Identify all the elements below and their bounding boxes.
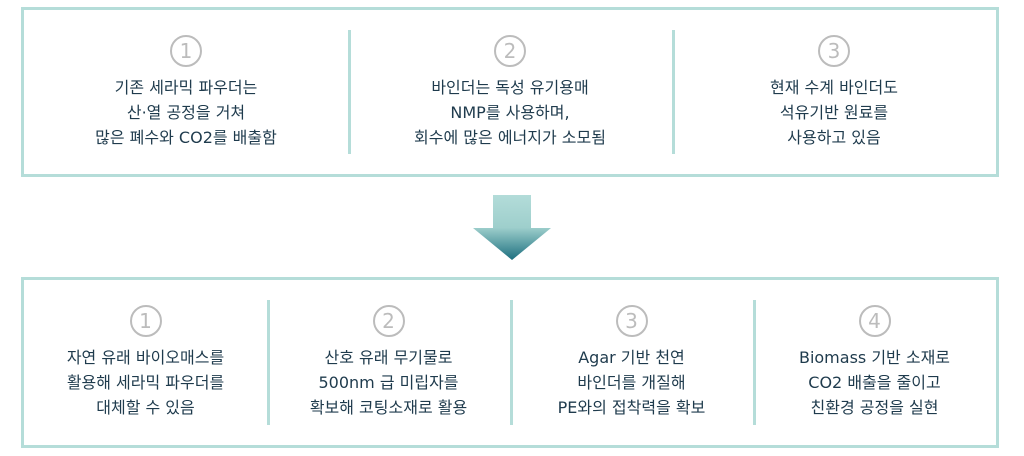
description-line: 기존 세라믹 파우더는 (114, 77, 258, 97)
description-line: Agar 기반 천연 (578, 348, 685, 367)
circled-number: 2 (494, 34, 526, 67)
description-line: NMP를 사용하며, (450, 102, 570, 122)
description-line: Biomass 기반 소재로 (798, 348, 951, 367)
circled-number: 3 (615, 305, 648, 337)
description-line: 확보해 코팅소재로 활용 (309, 398, 468, 417)
description-line: 활용해 세라믹 파우더를 (66, 373, 225, 392)
description-line: 많은 폐수와 CO2를 배출함 (95, 127, 277, 147)
problem-item: 2 바인더는 독성 유기용매 NMP를 사용하며, 회수에 많은 에너지가 소모됨 (348, 10, 672, 174)
circled-number: 2 (372, 305, 405, 337)
circled-number: 4 (858, 305, 891, 337)
down-arrow-icon (473, 195, 551, 260)
description-line: 500nm 급 미립자를 (318, 373, 459, 392)
circled-number: 1 (170, 34, 202, 67)
description-line: 산·열 공정을 거쳐 (126, 102, 246, 122)
description-line: 사용하고 있음 (787, 127, 881, 147)
description-line: 친환경 공정을 실현 (810, 398, 939, 417)
description-line: CO2 배출을 줄이고 (808, 373, 941, 392)
description-line: 산호 유래 무기물로 (324, 348, 453, 367)
description-line: PE와의 접착력을 확보 (557, 398, 706, 417)
description-line: 자연 유래 바이오매스를 (66, 348, 225, 367)
description-line: 석유기반 원료를 (779, 102, 889, 122)
description-line: 바인더는 독성 유기용매 (431, 77, 589, 97)
circled-number: 1 (129, 305, 162, 337)
description-line: 회수에 많은 에너지가 소모됨 (414, 127, 606, 147)
description-line: 바인더를 개질해 (577, 373, 686, 392)
description-line: 현재 수계 바인더도 (770, 77, 898, 97)
circled-number: 3 (818, 34, 850, 67)
description-line: 대체할 수 있음 (96, 398, 195, 417)
